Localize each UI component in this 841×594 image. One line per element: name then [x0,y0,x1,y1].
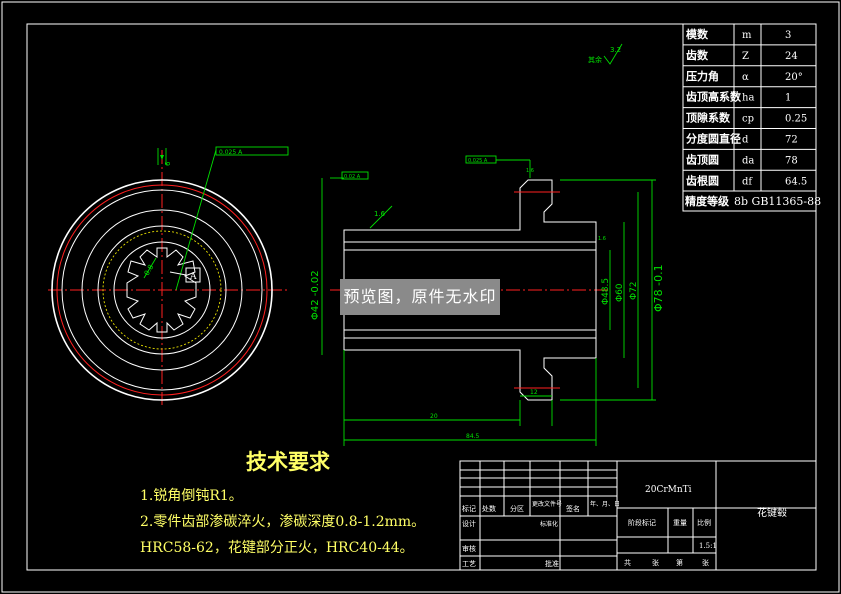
param-value-3: 1 [785,93,791,104]
param-symbol-0: m [742,30,752,41]
dim-length: 84.5 [466,433,480,440]
label-design: 设计 [462,519,476,528]
label-stage: 阶段标记 [628,518,656,527]
dim-face: 20 [430,413,438,420]
dim-hub: Φ60 [615,283,625,302]
section-view: Φ42 -0.02 0.02 A 0.025 A 1.6 Φ48.5 Φ60 Φ… [310,43,665,446]
label-weight: 重量 [673,519,687,527]
param-name-2: 压力角 [686,69,719,83]
tolerance-text-top: 0.025 A [468,158,488,164]
label-zone: 分区 [510,504,524,513]
roughness-bore: 1.6 [374,210,386,218]
label-process: 工艺 [462,560,476,568]
scale: 1.5:1 [699,542,717,550]
param-value-5: 72 [785,135,798,146]
param-name-7: 齿根圆 [686,173,719,187]
rest-roughness: 3.2 [610,46,621,54]
label-change-doc: 更改文件号 [532,500,562,508]
param-symbol-7: df [742,176,753,187]
precision-label: 精度等级 [685,194,730,208]
tech-line-1: 1.锐角倒钝R1。 [140,488,243,504]
param-symbol-6: da [742,155,754,166]
label-approve: 批准 [545,559,559,568]
param-value-7: 64.5 [785,176,807,187]
param-name-6: 齿顶圆 [686,152,719,166]
label-sheets: 张 [652,558,659,567]
param-symbol-2: α [742,72,749,83]
label-sheet: 张 [702,558,709,567]
dim-bore: Φ48.5 [601,278,611,305]
precision-value: 8b GB11365-88 [734,195,821,208]
tolerance-text-section: 0.02 A [344,174,361,180]
tolerance-text-front: 0.025 A [219,149,243,156]
roughness-face: 1.6 [598,236,606,242]
dim-tip: Φ78 -0.1 [652,264,665,312]
datum-label: A [189,272,197,282]
param-name-5: 分度圆直径 [686,132,741,146]
param-name-0: 模数 [686,27,709,41]
front-view: 6 0.025 A 0.8 A [48,146,289,405]
param-value-0: 3 [785,30,791,41]
param-symbol-3: ha [742,93,754,104]
label-count: 处数 [482,504,496,513]
tech-line-3: HRC58-62，花键部分正火，HRC40-44。 [140,540,414,556]
label-review: 审核 [462,544,476,553]
label-number: 第 [676,558,683,567]
param-name-1: 齿数 [686,48,709,62]
part-name: 花键毂 [757,506,787,519]
dim-spline-od: Φ42 -0.02 [310,270,321,320]
param-symbol-4: cp [742,114,754,125]
label-standardize: 标准化 [540,520,558,528]
label-ratio: 比例 [697,518,711,527]
label-date: 年、月、日 [590,500,620,508]
dim-rim: 12 [530,389,538,396]
param-value-2: 20° [785,72,803,83]
material: 20CrMnTi [645,485,692,495]
param-value-1: 24 [785,51,798,62]
param-symbol-1: Z [742,51,749,62]
dim-key-width: 6 [164,161,172,166]
param-name-3: 齿顶高系数 [686,90,742,104]
param-name-4: 顶隙系数 [686,111,731,125]
param-symbol-5: d [742,135,749,146]
tolerance-frame-front [215,146,289,156]
label-mark: 标记 [462,504,476,513]
label-total: 共 [624,558,631,567]
watermark-banner: 预览图，原件无水印 [340,279,500,315]
tech-line-2: 2.零件齿部渗碳淬火，渗碳深度0.8-1.2mm。 [140,514,425,530]
label-sign: 签名 [566,504,580,513]
params-table [682,23,817,212]
title-block [459,460,817,571]
rest-label: 其余 [588,55,602,64]
param-value-4: 0.25 [785,114,807,125]
inner-border [26,23,817,571]
param-value-6: 78 [785,155,798,166]
dim-pitch: Φ72 [629,281,639,300]
tech-title: 技术要求 [246,449,330,474]
roughness-tooth: 1.6 [526,168,534,174]
